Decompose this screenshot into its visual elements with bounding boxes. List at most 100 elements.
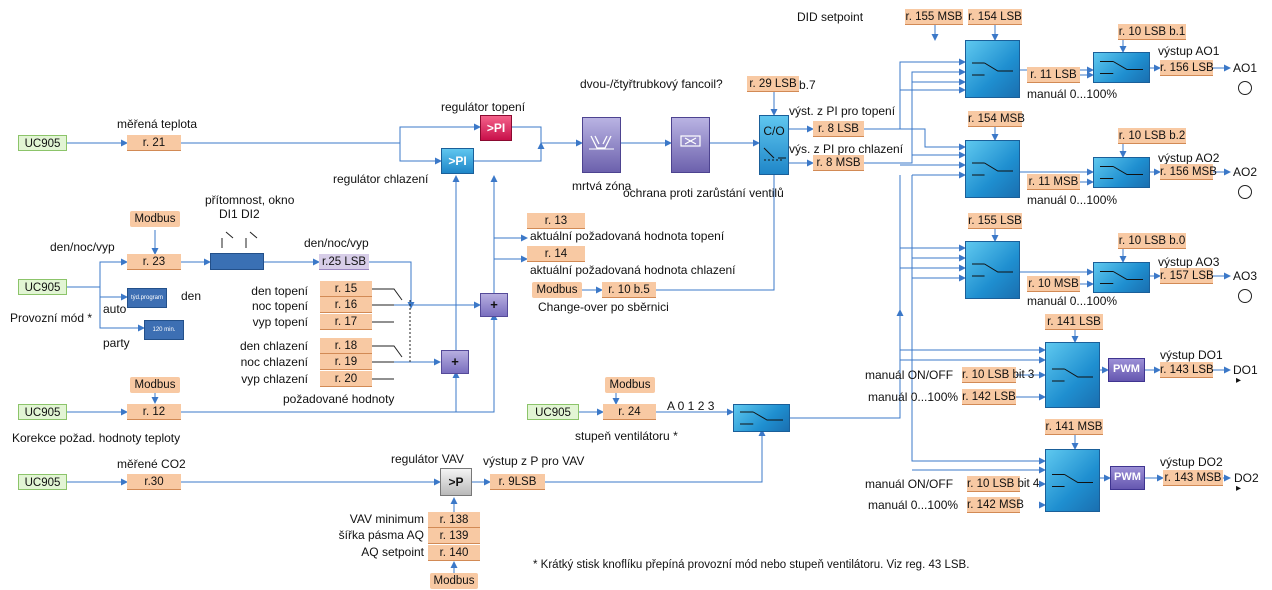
label-output-ao2: výstup AO2: [1158, 151, 1220, 165]
register-r16: r. 16: [320, 297, 372, 313]
uc905-input-setpoint-correction: UC905: [18, 404, 67, 420]
do2-relay-icon: ▸: [1236, 483, 1242, 494]
register-r10-msb: r. 10 MSB: [1027, 276, 1080, 292]
label-night-heating: noc topení: [251, 299, 308, 313]
switch-icon: [972, 162, 1013, 176]
footnote: * Krátký stisk knoflíku přepíná provozní…: [533, 559, 970, 571]
modbus-change-over: Modbus: [532, 282, 582, 298]
compare-icon: >: [448, 154, 456, 168]
register-r21: r. 21: [127, 135, 181, 151]
register-r10-bit4: r. 10 LSB bit 4: [967, 476, 1040, 492]
switch-icon: [1052, 474, 1093, 487]
label-day: den: [181, 289, 202, 303]
label-manual-do1: manuál 0...100%: [868, 390, 959, 404]
label-manual-onoff-do2: manuál ON/OFF: [865, 477, 954, 491]
label-vav-controller: regulátor VAV: [391, 452, 464, 466]
ao2-manual-switch: [1093, 157, 1150, 188]
ao1-selector: [965, 40, 1020, 98]
label-measured-co2: měřené CO2: [117, 457, 186, 471]
register-r138: r. 138: [428, 512, 480, 528]
label-measured-temperature: měřená teplota: [117, 117, 198, 131]
label-off-heating: vyp topení: [252, 315, 308, 329]
label-ao2: AO2: [1233, 165, 1258, 179]
modbus-mode: Modbus: [130, 211, 180, 227]
switch-icon: [740, 411, 783, 425]
switch-icon: [1100, 166, 1143, 179]
register-r18: r. 18: [320, 338, 372, 354]
timer-120min-block: 120 min.: [144, 320, 184, 340]
label-vav-minimum: VAV minimum: [349, 512, 424, 526]
change-over-block: C/O: [759, 115, 789, 175]
label-actual-cooling-setpoint: aktuální požadovaná hodnota chlazení: [530, 263, 736, 277]
label-manual-onoff-do1: manuál ON/OFF: [865, 368, 954, 382]
register-r156-lsb: r. 156 LSB: [1160, 60, 1214, 76]
label-heating-controller: regulátor topení: [441, 100, 526, 114]
label-dead-zone: mrtvá zóna: [572, 179, 632, 193]
switch-icon: [1100, 271, 1143, 284]
register-r19: r. 19: [320, 354, 372, 370]
register-r23: r. 23: [127, 254, 181, 270]
heating-pi-controller: >PI: [480, 115, 512, 141]
uc905-input-mode: UC905: [18, 279, 67, 295]
ao1-gauge-icon: [1238, 81, 1252, 95]
label-di: DI1 DI2: [219, 207, 260, 221]
register-r9: r. 9LSB: [490, 474, 545, 490]
label-change-over: Change-over po sběrnici: [538, 300, 669, 314]
label-fan-stage: stupeň ventilátoru *: [575, 429, 678, 443]
register-r8-lsb: r. 8 LSB: [813, 121, 864, 137]
modbus-vav: Modbus: [430, 573, 478, 589]
label-ao3: AO3: [1233, 269, 1258, 283]
vav-p-controller: >P: [440, 468, 472, 496]
ao3-selector: [965, 241, 1020, 299]
label-manual-do2: manuál 0...100%: [868, 498, 959, 512]
switch-icon: [1100, 61, 1143, 74]
register-r142-msb: r. 142 MSB: [967, 497, 1024, 513]
ao2-selector: [965, 140, 1020, 198]
switch-icon: [1052, 368, 1093, 382]
label-off-cooling: vyp chlazení: [241, 372, 308, 386]
register-r15: r. 15: [320, 281, 372, 297]
valve-protection-block: [671, 117, 710, 173]
do1-selector: [1045, 342, 1100, 408]
register-r11-lsb: r. 11 LSB: [1027, 67, 1080, 83]
label-actual-heating-setpoint: aktuální požadovaná hodnota topení: [530, 229, 725, 243]
label-a0123: A 0 1 2 3: [667, 399, 715, 413]
label-day-cooling: den chlazení: [239, 339, 308, 353]
sum-block-cooling: +: [441, 350, 469, 374]
register-r141-lsb: r. 141 LSB: [1045, 314, 1103, 330]
label-day-night-off-out: den/noc/vyp: [304, 236, 369, 250]
label-do1: DO1: [1233, 363, 1258, 377]
ao1-manual-switch: [1093, 52, 1150, 83]
valve-icon: [680, 135, 701, 147]
label-output-ao3: výstup AO3: [1158, 255, 1220, 269]
register-r143-lsb: r. 143 LSB: [1160, 362, 1214, 378]
label-do2: DO2: [1234, 471, 1259, 485]
uc905-input-co2: UC905: [18, 474, 67, 490]
register-r140: r. 140: [428, 545, 480, 561]
register-r154-lsb: r. 154 LSB: [968, 9, 1022, 25]
register-r139: r. 139: [428, 528, 480, 544]
label-output-ao1: výstup AO1: [1158, 44, 1220, 58]
dead-zone-icon: [589, 135, 614, 150]
register-r29: r. 29 LSB: [747, 76, 799, 92]
register-r143-msb: r. 143 MSB: [1163, 470, 1223, 486]
register-r25: r.25 LSB: [319, 254, 369, 270]
fan-stage-switch: [733, 404, 790, 432]
change-over-label: C/O: [763, 124, 785, 138]
modbus-correction: Modbus: [130, 377, 180, 393]
register-r155-lsb: r. 155 LSB: [968, 213, 1022, 229]
label-cooling-controller: regulátor chlazení: [333, 172, 429, 186]
label-aq-band: šířka pásma AQ: [338, 528, 424, 542]
compare-icon: >: [448, 475, 456, 489]
register-r17: r. 17: [320, 314, 372, 330]
pi-label-2: PI: [455, 154, 467, 168]
weekly-program-block: týd.program: [127, 288, 167, 308]
switch-icon: [763, 147, 786, 161]
register-r20: r. 20: [320, 371, 372, 387]
register-r10b5: r. 10 b.5: [602, 282, 656, 298]
register-r10-b0: r. 10 LSB b.0: [1118, 233, 1186, 249]
label-did-setpoint: DID setpoint: [797, 10, 864, 24]
uc905-input-fan: UC905: [527, 404, 579, 420]
